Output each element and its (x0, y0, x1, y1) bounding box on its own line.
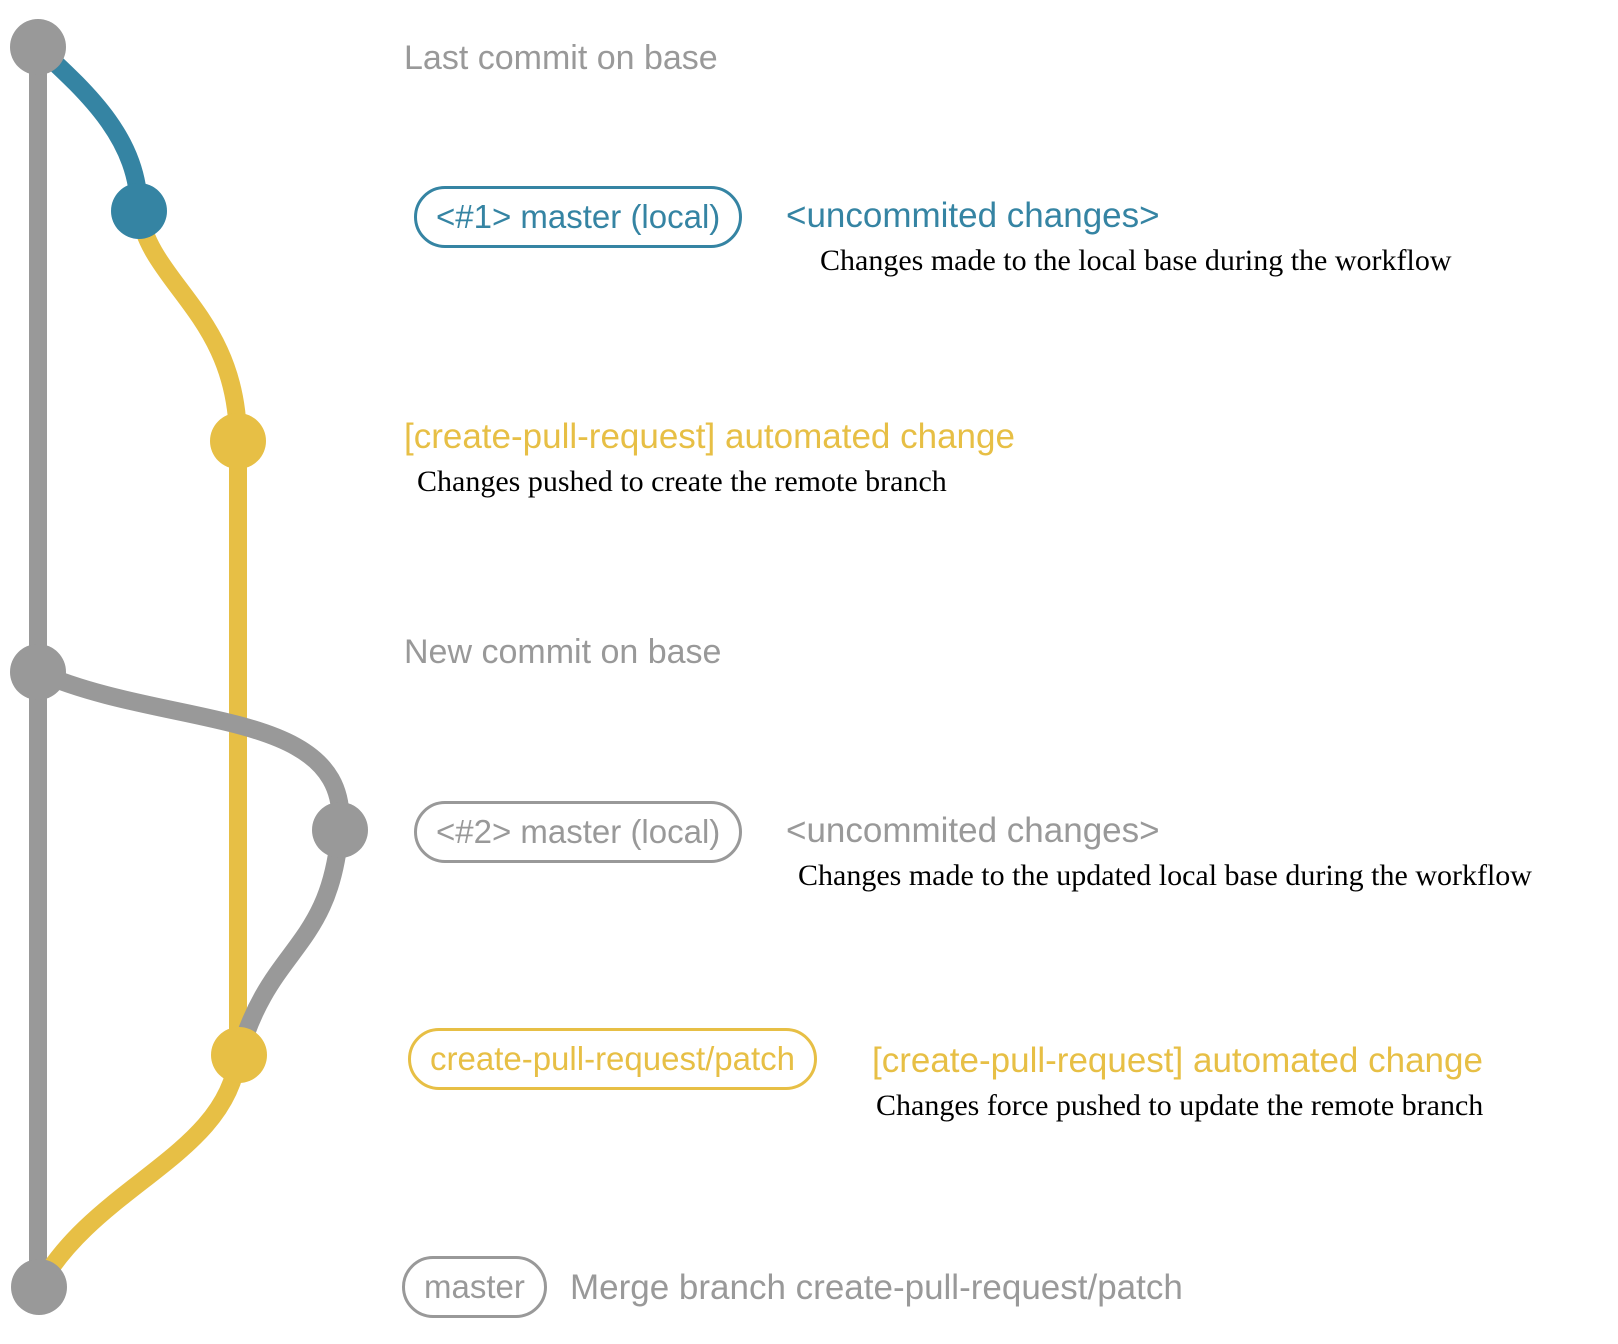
commit-node-patch-2 (211, 1027, 267, 1083)
commit-node-last-base (10, 19, 66, 75)
commit-node-new-base (10, 644, 66, 700)
commit-message-automated-2: [create-pull-request] automated change (872, 1041, 1483, 1080)
label-new-commit-on-base: New commit on base (404, 633, 722, 671)
branch-badge-master-local-1: <#1> master (local) (414, 186, 743, 248)
commit-message-uncommitted-2: <uncommited changes> (786, 811, 1160, 850)
commit-description-3: Changes made to the updated local base d… (798, 859, 1532, 892)
commit-node-local-1 (111, 183, 167, 239)
local-to-patch-segment (230, 829, 349, 1058)
label-last-commit-on-base: Last commit on base (404, 39, 718, 77)
branch-badge-master: master (402, 1256, 547, 1318)
commit-message-merge: Merge branch create-pull-request/patch (570, 1268, 1183, 1307)
commit-description-4: Changes force pushed to update the remot… (876, 1089, 1484, 1122)
commit-message-uncommitted-1: <uncommited changes> (786, 196, 1160, 235)
branch-badge-create-pull-request-patch: create-pull-request/patch (408, 1028, 818, 1090)
commit-node-patch-1 (210, 413, 266, 469)
local-branch-segment-1 (31, 40, 148, 212)
commit-node-local-2 (312, 802, 368, 858)
branch-badge-master-local-2: <#2> master (local) (414, 801, 743, 863)
commit-node-merge (11, 1259, 67, 1315)
patch-branch-line (31, 209, 247, 1292)
commit-message-automated-1: [create-pull-request] automated change (404, 417, 1015, 456)
commit-description-2: Changes pushed to create the remote bran… (417, 465, 947, 498)
commit-description-1: Changes made to the local base during th… (820, 244, 1452, 277)
local-branch-segment-2 (34, 663, 350, 831)
commit-graph (10, 19, 368, 1315)
